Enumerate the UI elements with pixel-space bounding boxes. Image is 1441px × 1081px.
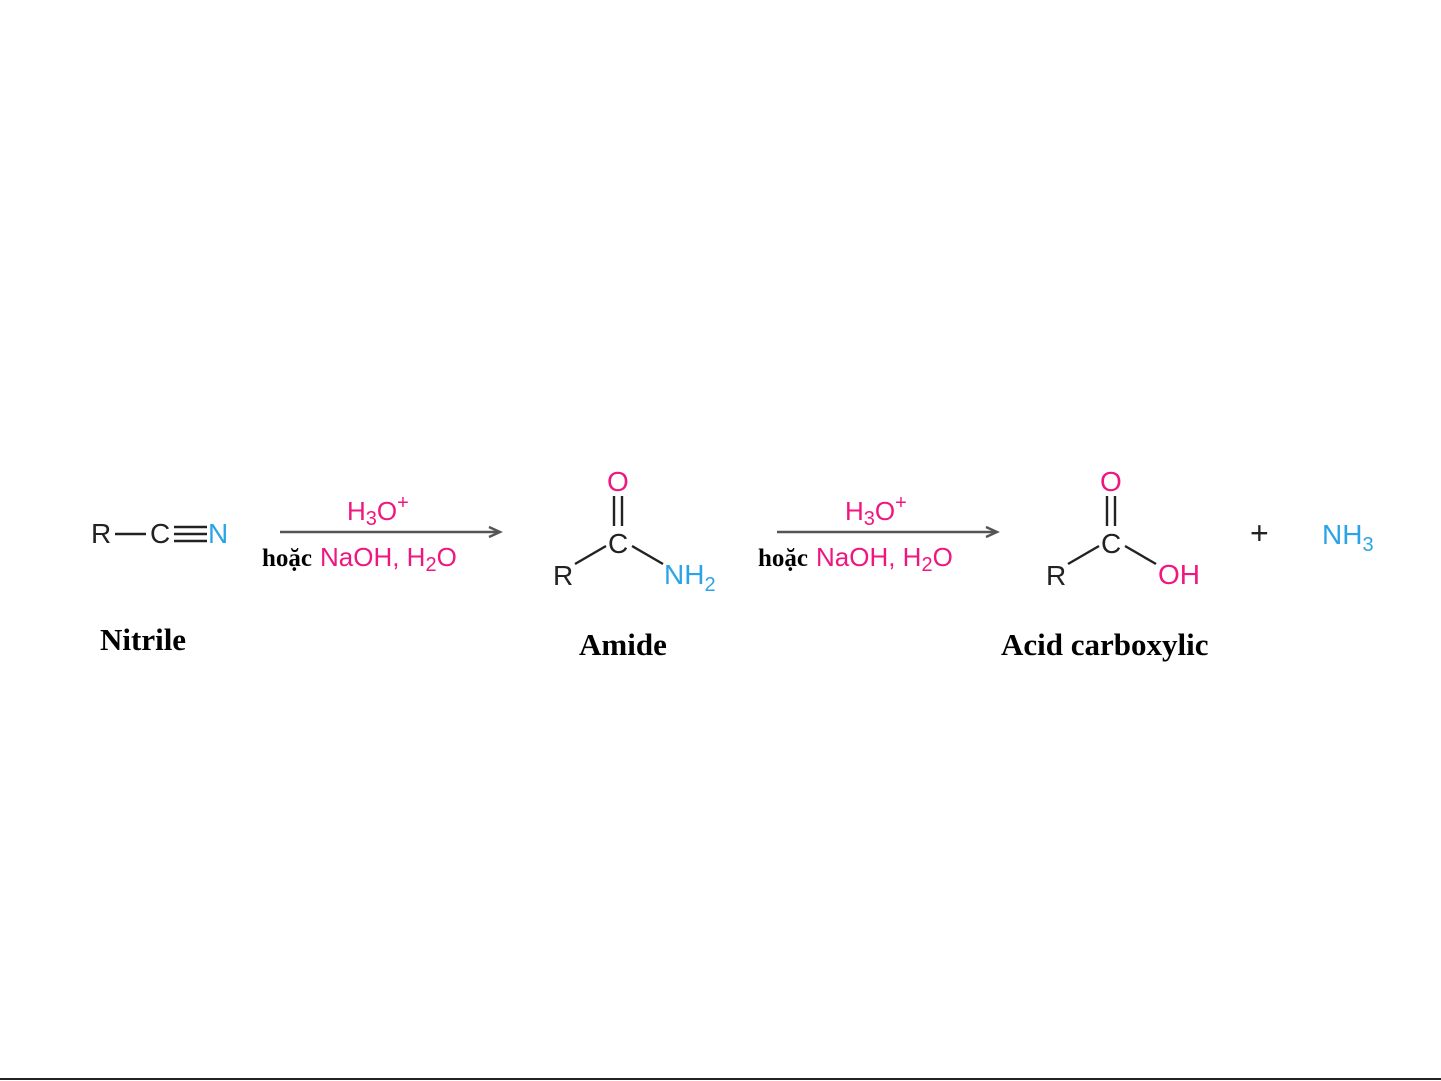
nitrile-triple-bond <box>174 527 207 541</box>
amide-c-atom: C <box>608 528 628 559</box>
step1-reagent-top: H3O+ <box>347 492 409 530</box>
acid-label: Acid carboxylic <box>1001 627 1209 662</box>
amide-structure: O C R NH2 <box>553 466 716 596</box>
amide-n-bond <box>632 546 663 564</box>
nitrile-n-atom: N <box>208 518 228 549</box>
nitrile-r-atom: R <box>91 518 111 549</box>
acid-oh-group: OH <box>1158 559 1200 590</box>
amide-r-bond <box>575 546 606 564</box>
amide-o-atom: O <box>607 466 629 497</box>
nitrile-c-atom: C <box>150 518 170 549</box>
acid-structure: O C R OH <box>1046 466 1200 591</box>
nitrile-structure: R C N <box>91 518 228 549</box>
acid-r-bond <box>1068 546 1099 564</box>
acid-double-bond <box>1107 496 1115 526</box>
amide-r-atom: R <box>553 560 573 591</box>
nitrile-label: Nitrile <box>100 622 186 657</box>
acid-oh-bond <box>1125 546 1156 564</box>
amide-nh2-group: NH2 <box>664 559 716 596</box>
ammonia-formula: NH3 <box>1322 519 1374 556</box>
amide-label: Amide <box>579 627 667 662</box>
acid-r-atom: R <box>1046 560 1066 591</box>
amide-double-bond <box>614 496 622 526</box>
plus-sign: + <box>1250 515 1269 551</box>
acid-o-atom: O <box>1100 466 1122 497</box>
step2-reagent-top: H3O+ <box>845 492 907 530</box>
acid-c-atom: C <box>1101 528 1121 559</box>
